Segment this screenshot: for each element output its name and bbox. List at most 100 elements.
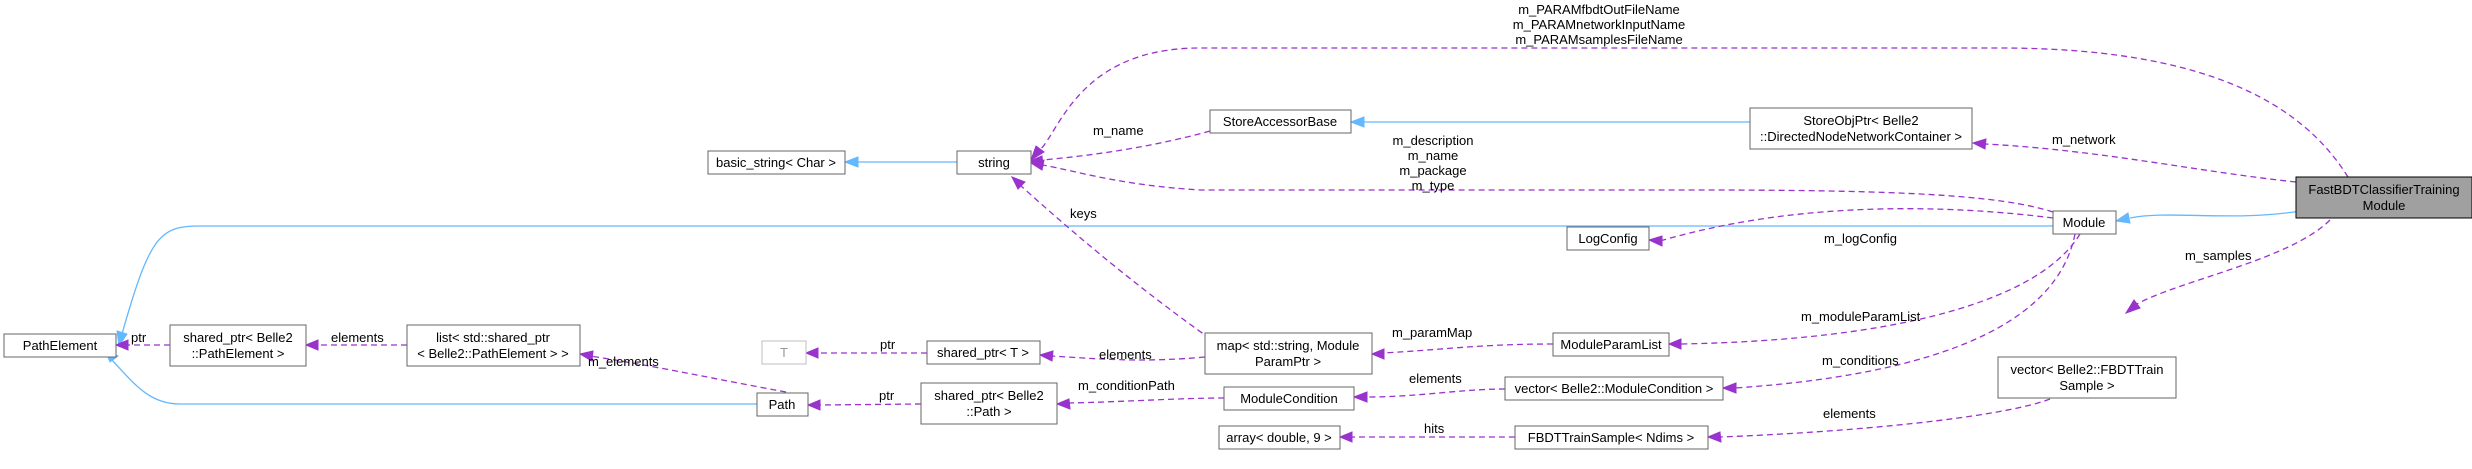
edge-label-ptr-path: ptr [879,388,895,403]
edge-fastbdt-to-module [2114,210,2302,224]
nodes: FastBDTClassifierTraining Module Module … [3,107,2472,450]
svg-text:T: T [780,345,788,360]
edge-vector-modcond-to-modulecondition [1352,388,1506,403]
node-string[interactable]: string [956,150,1032,175]
node-storeobjptr[interactable]: StoreObjPtr< Belle2 ::DirectedNodeNetwor… [1749,107,1973,150]
svg-text:basic_string< Char >: basic_string< Char > [716,155,836,170]
edge-label-m-network: m_network [2052,132,2116,147]
edge-shared-ptr-pe-to-pathelement [114,339,170,351]
node-basic-string[interactable]: basic_string< Char > [707,150,846,175]
edge-moduleparamlist-to-map [1370,343,1554,360]
svg-text:LogConfig: LogConfig [1578,231,1637,246]
node-fbdttrainsample[interactable]: FBDTTrainSample< Ndims > [1514,425,1709,450]
svg-text:FastBDTClassifierTraining: FastBDTClassifierTraining [2308,182,2459,197]
svg-text:vector< Belle2::FBDTTrain: vector< Belle2::FBDTTrain [2010,362,2163,377]
node-list-shared-ptr[interactable]: list< std::shared_ptr < Belle2::PathElem… [406,324,581,367]
edge-module-to-vector-modcond [1721,233,2076,394]
node-path[interactable]: Path [756,392,809,417]
edge-label-m-conditions: m_conditions [1822,353,1899,368]
node-logconfig[interactable]: LogConfig [1566,226,1650,251]
edge-label-m-elements: m_elements [588,354,659,369]
edge-label-fastbdt-string-2: m_PARAMnetworkInputName [1513,17,1685,32]
svg-text:< Belle2::PathElement > >: < Belle2::PathElement > > [417,346,568,361]
edge-module-to-logconfig [1647,208,2054,247]
node-module[interactable]: Module [2052,210,2117,235]
svg-text:shared_ptr< Belle2: shared_ptr< Belle2 [934,388,1044,403]
svg-text:array< double, 9 >: array< double, 9 > [1226,430,1332,445]
edge-map-to-string [1010,176,1261,374]
edge-storeobjptr-to-storeaccessorbase [1349,116,1750,128]
svg-text:PathElement: PathElement [23,338,98,353]
edge-label-elements-fbdt: elements [1823,406,1876,421]
edge-label-module-string-4: m_type [1412,178,1455,193]
edge-label-module-string-3: m_package [1399,163,1466,178]
edge-label-m-conditionpath: m_conditionPath [1078,378,1175,393]
edge-fastbdt-to-storeobjptr [1971,138,2297,183]
edge-module-to-pathelement [116,225,2053,348]
svg-text:StoreObjPtr< Belle2: StoreObjPtr< Belle2 [1803,113,1918,128]
edge-label-fastbdt-string-3: m_PARAMsamplesFileName [1515,32,1682,47]
svg-text:Sample >: Sample > [2059,378,2114,393]
edge-label-elements-map: elements [1099,347,1152,362]
edge-fastbdt-to-vector-fbdt [2124,219,2331,314]
edge-module-to-moduleparamlist [1667,233,2081,350]
edge-list-to-shared-ptr-pe [304,339,407,351]
edge-label-m-name: m_name [1093,123,1144,138]
svg-text:Module: Module [2063,215,2106,230]
svg-text:::PathElement >: ::PathElement > [192,346,285,361]
edge-label-keys: keys [1070,206,1097,221]
svg-text:ModuleParamList: ModuleParamList [1560,337,1662,352]
edge-fastbdt-to-string [1030,47,2349,178]
svg-text:shared_ptr< Belle2: shared_ptr< Belle2 [183,330,293,345]
node-vector-fbdt-train-sample[interactable]: vector< Belle2::FBDTTrain Sample > [1997,356,2177,399]
node-pathelement[interactable]: PathElement [3,333,117,358]
edge-string-to-basic-string [843,156,957,168]
edge-labels: m_PARAMfbdtOutFileName m_PARAMnetworkInp… [131,2,2252,436]
svg-text:list< std::shared_ptr: list< std::shared_ptr [436,330,550,345]
svg-text:map< std::string, Module: map< std::string, Module [1217,338,1360,353]
edge-shared-ptr-t-to-t [804,347,927,359]
node-shared-ptr-pathelement[interactable]: shared_ptr< Belle2 ::PathElement > [169,324,307,367]
edge-modulecondition-to-shared-ptr-path [1055,397,1225,410]
edge-shared-ptr-path-to-path [806,399,922,411]
edge-label-ptr-pe: ptr [131,330,147,345]
edge-label-ptr-t: ptr [880,337,896,352]
node-vector-module-condition[interactable]: vector< Belle2::ModuleCondition > [1504,376,1724,401]
edge-module-to-string [1029,159,2054,213]
svg-text:vector< Belle2::ModuleConditio: vector< Belle2::ModuleCondition > [1515,381,1714,396]
node-shared-ptr-path[interactable]: shared_ptr< Belle2 ::Path > [920,382,1058,425]
edge-label-hits: hits [1424,421,1445,436]
edges [104,47,2349,443]
svg-text:Path: Path [769,397,796,412]
node-array-double[interactable]: array< double, 9 > [1218,425,1341,450]
edge-label-module-string-2: m_name [1408,148,1459,163]
svg-text:::DirectedNodeNetworkContainer: ::DirectedNodeNetworkContainer > [1760,129,1962,144]
node-map-module-param[interactable]: map< std::string, Module ParamPtr > [1204,332,1373,375]
node-fastbdt-classifier-training-module[interactable]: FastBDTClassifierTraining Module [2295,176,2472,219]
svg-text:string: string [978,155,1010,170]
edge-label-elements-pe: elements [331,330,384,345]
node-modulecondition[interactable]: ModuleCondition [1223,386,1355,411]
edge-label-m-samples: m_samples [2185,248,2252,263]
edge-label-module-string-1: m_description [1393,133,1474,148]
edge-label-fastbdt-string-1: m_PARAMfbdtOutFileName [1518,2,1680,17]
node-moduleparamlist[interactable]: ModuleParamList [1552,332,1670,357]
node-storeaccessorbase[interactable]: StoreAccessorBase [1209,109,1352,134]
edge-label-m-parammap: m_paramMap [1392,325,1472,340]
edge-path-to-list [578,350,787,393]
edge-label-m-logconfig: m_logConfig [1824,231,1897,246]
edge-label-elements-modcond: elements [1409,371,1462,386]
edge-map-to-shared-ptr-t [1038,350,1206,362]
node-shared-ptr-t[interactable]: shared_ptr< T > [926,340,1041,365]
svg-text:ParamPtr >: ParamPtr > [1255,354,1321,369]
svg-text:ModuleCondition: ModuleCondition [1240,391,1338,406]
edge-label-m-moduleparamlist: m_moduleParamList [1801,309,1921,324]
node-t[interactable]: T [761,340,807,365]
svg-text:Module: Module [2363,198,2406,213]
svg-text:shared_ptr< T >: shared_ptr< T > [937,345,1029,360]
svg-text:StoreAccessorBase: StoreAccessorBase [1223,114,1337,129]
svg-text:::Path >: ::Path > [966,404,1011,419]
edge-vector-fbdt-to-fbdttrainsample [1706,398,2051,443]
edge-fbdttrainsample-to-array [1338,431,1515,443]
